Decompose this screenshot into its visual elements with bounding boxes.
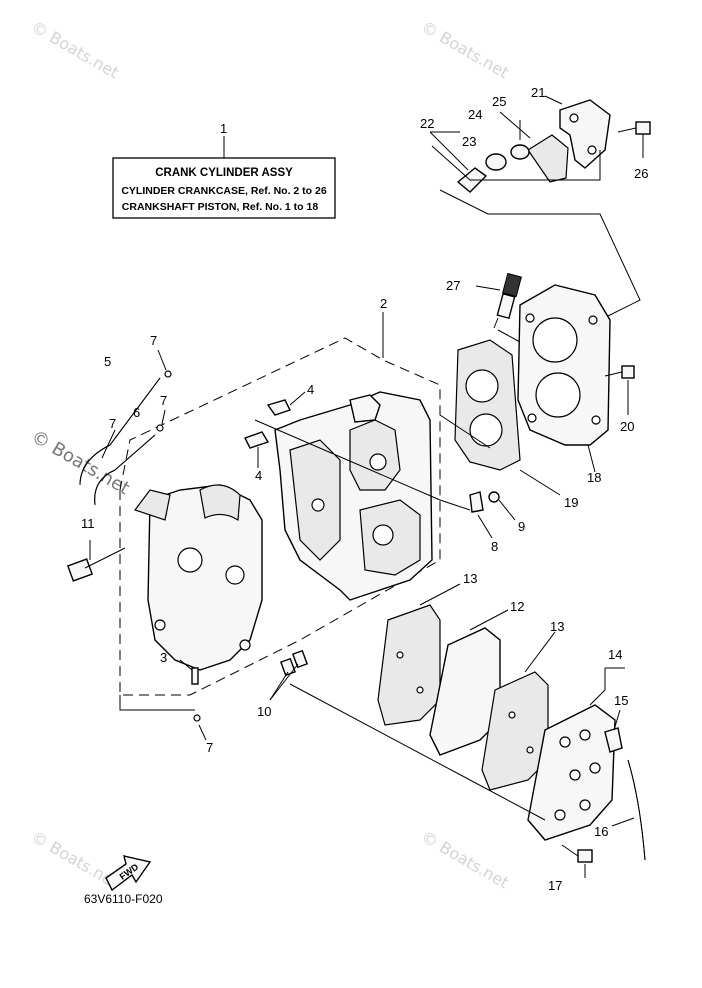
screw-9 (488, 491, 500, 503)
assembly-line-1: CYLINDER CRANKCASE, Ref. No. 2 to 26 (121, 185, 327, 197)
watermark-group: © Boats.net © Boats.net © Boats.net © Bo… (28, 17, 513, 892)
clip-7-b (156, 424, 164, 432)
callout-18: 18 (587, 470, 601, 485)
callout-13-left: 13 (463, 571, 477, 586)
callout-21: 21 (531, 85, 545, 100)
callout-16: 16 (594, 824, 608, 839)
spark-plug-27 (475, 272, 522, 343)
callout-11: 11 (81, 516, 95, 531)
callout-13-right: 13 (550, 619, 564, 634)
callout-12: 12 (510, 599, 524, 614)
assembly-line-2: CRANKSHAFT PISTON, Ref. No. 1 to 18 (122, 201, 319, 213)
callout-8: 8 (491, 539, 498, 554)
callout-14: 14 (608, 647, 622, 662)
callout-23: 23 (462, 134, 476, 149)
callout-17: 17 (548, 878, 562, 893)
bolt-26 (617, 121, 651, 158)
callout-4-upper: 4 (307, 382, 314, 397)
gasket-13-right (481, 631, 556, 791)
seal-23 (485, 153, 507, 171)
callout-1: 1 (220, 121, 227, 136)
outer-cover-14 (527, 667, 625, 841)
callout-26: 26 (634, 166, 648, 181)
assembly-label-box: CRANK CYLINDER ASSY CYLINDER CRANKCASE, … (112, 136, 336, 219)
callout-labels: 1 2 3 4 4 5 6 7 7 7 7 8 9 10 11 12 13 13… (81, 85, 648, 893)
fitting-15 (604, 727, 623, 753)
cover-21 (559, 99, 611, 169)
clip-7-c (193, 714, 201, 722)
callout-5: 5 (104, 354, 111, 369)
watermark-top-left: © Boats.net (28, 17, 122, 82)
callout-3: 3 (160, 650, 167, 665)
callout-6: 6 (133, 405, 140, 420)
assembly-title: CRANK CYLINDER ASSY (155, 167, 293, 179)
pin-3 (191, 667, 199, 685)
callout-7-b: 7 (160, 393, 167, 408)
gasket-25 (527, 134, 569, 183)
callout-27: 27 (446, 278, 460, 293)
diagram-code: 63V6110-F020 (84, 892, 163, 906)
forward-direction-arrow: FWD (105, 855, 152, 892)
callout-4-lower: 4 (255, 468, 262, 483)
dowel-pins-10 (269, 649, 308, 701)
bolt-17 (561, 844, 593, 878)
watermark-top-right: © Boats.net (418, 17, 512, 82)
callout-7-c: 7 (109, 416, 116, 431)
callout-25: 25 (492, 94, 506, 109)
callout-7-d: 7 (206, 740, 213, 755)
callout-19: 19 (564, 495, 578, 510)
callout-15: 15 (614, 693, 628, 708)
crankcase-body (274, 391, 433, 601)
callout-22: 22 (420, 116, 434, 131)
callout-20: 20 (620, 419, 634, 434)
callout-9: 9 (518, 519, 525, 534)
gasket-13-left (377, 583, 461, 726)
bolt-11 (66, 540, 126, 582)
callout-24: 24 (468, 107, 482, 122)
callout-10: 10 (257, 704, 271, 719)
clip-8 (469, 491, 484, 513)
cylinder-head-18 (517, 284, 611, 473)
fitting-4-upper (266, 391, 306, 416)
clip-7-a (164, 370, 172, 378)
crankcase-assembly-outline (119, 337, 441, 696)
callout-2: 2 (380, 296, 387, 311)
watermark-bottom-right: © Boats.net (418, 827, 512, 892)
hose-16 (627, 759, 646, 861)
fitting-4-lower (244, 431, 270, 468)
head-gasket-19 (454, 339, 561, 496)
watermark-left: © Boats.net (28, 426, 134, 499)
seal-24 (510, 144, 530, 160)
callout-7-a: 7 (150, 333, 157, 348)
crankcase-half (134, 484, 263, 671)
bolt-20 (604, 365, 635, 415)
